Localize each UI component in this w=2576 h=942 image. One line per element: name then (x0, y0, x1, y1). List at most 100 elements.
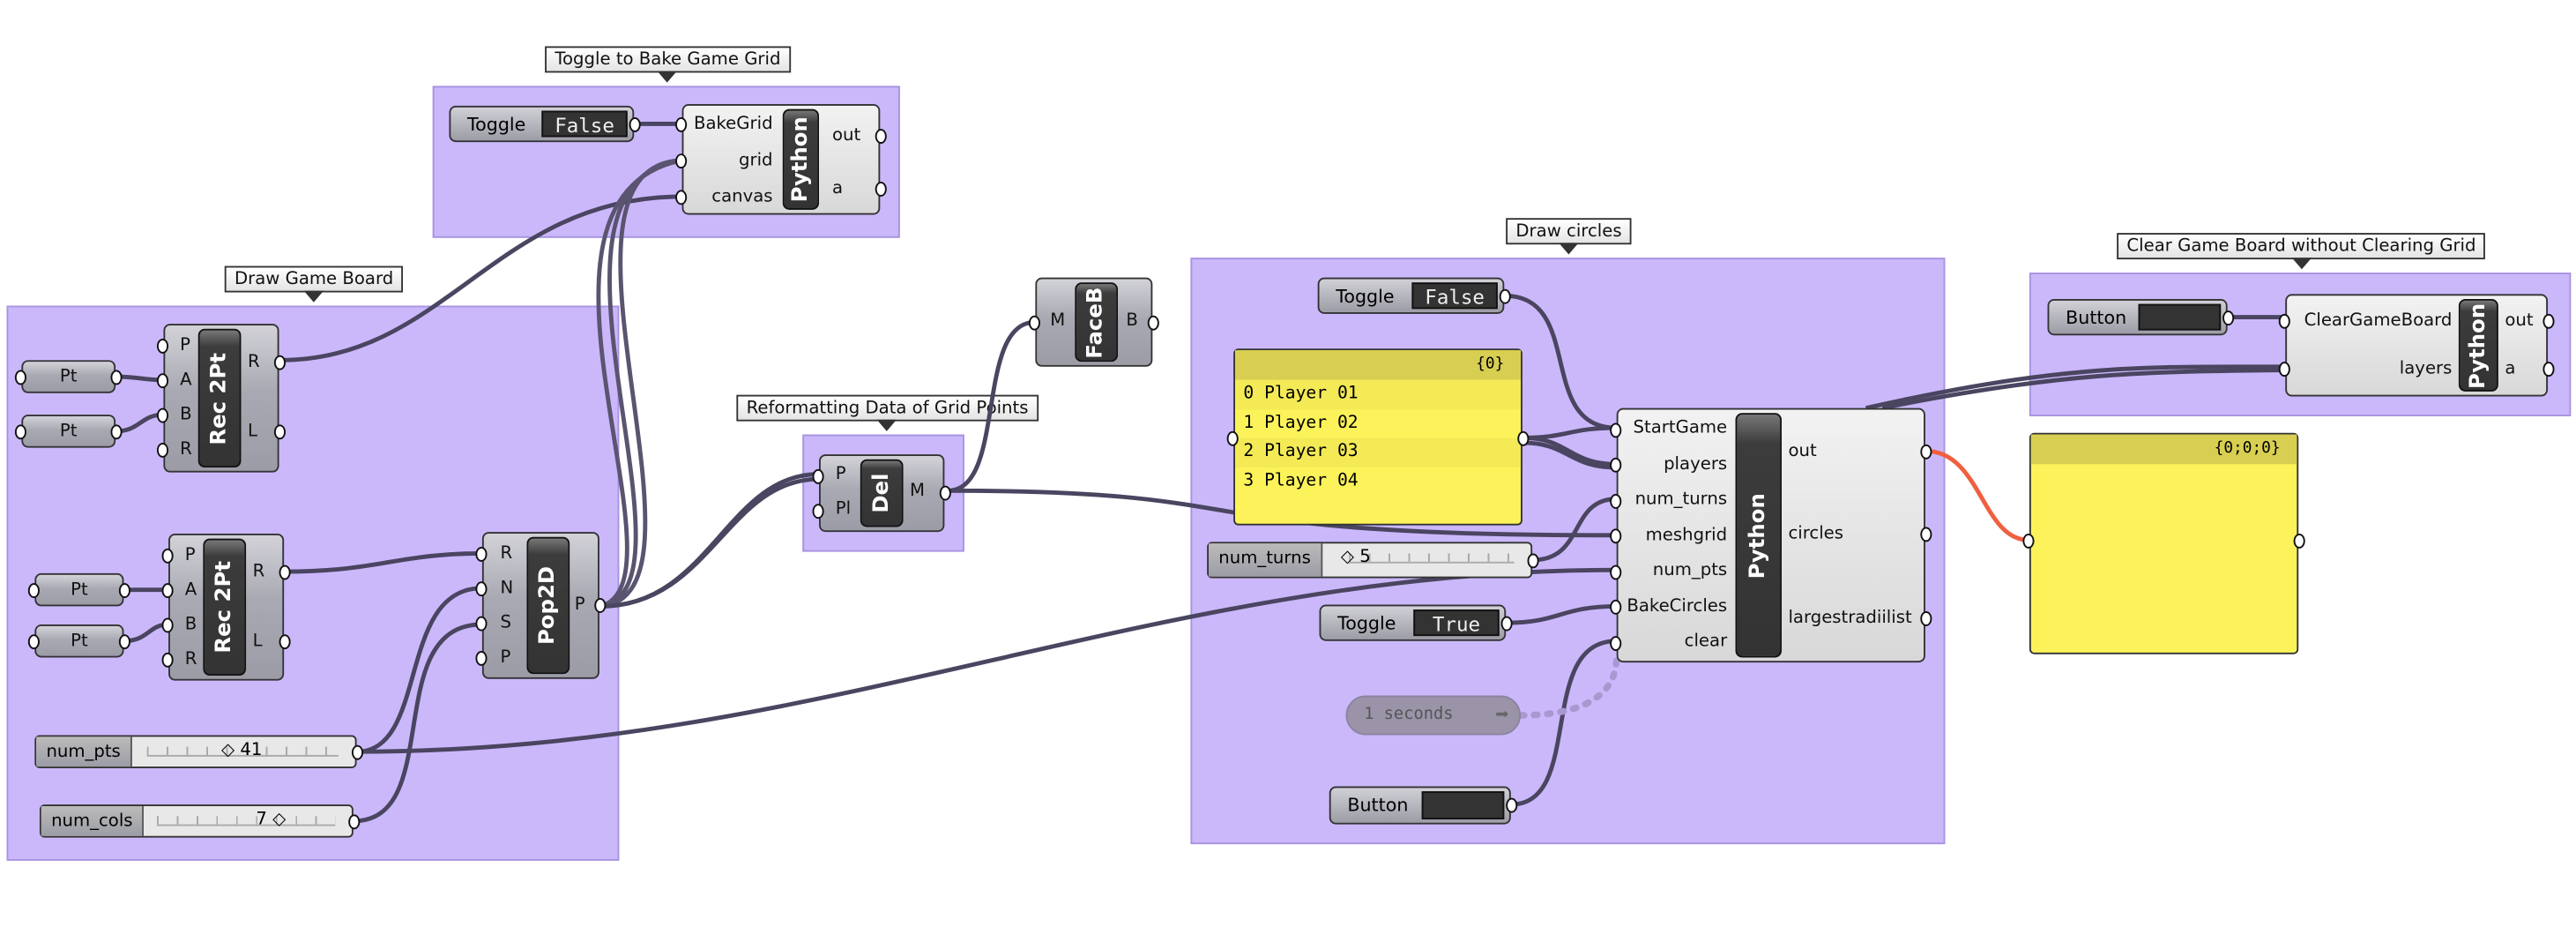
connector-port[interactable] (2022, 533, 2035, 549)
num-cols-slider[interactable]: num_cols 7 ◇ (39, 804, 361, 838)
connector-port[interactable] (875, 129, 887, 144)
connector-port[interactable] (1610, 564, 1622, 580)
connector-port[interactable] (1920, 611, 1932, 626)
connector-port[interactable] (161, 652, 174, 668)
pt-param[interactable]: Pt (14, 415, 123, 448)
button-face[interactable] (1421, 791, 1505, 820)
connector-port[interactable] (675, 190, 688, 206)
connector-port[interactable] (2278, 313, 2290, 329)
connector-port[interactable] (1610, 457, 1622, 473)
toggle-bake-circles[interactable]: Toggle True (1319, 604, 1513, 641)
connector-port[interactable] (475, 546, 488, 562)
toggle-value[interactable]: True (1413, 609, 1500, 637)
connector-port[interactable] (14, 370, 26, 385)
connector-port[interactable] (2542, 362, 2555, 378)
pt-param[interactable]: Pt (14, 360, 123, 393)
connector-port[interactable] (1610, 636, 1622, 651)
toggle-start-game[interactable]: Toggle False (1317, 277, 1511, 314)
connector-port[interactable] (1226, 430, 1239, 446)
connector-port[interactable] (161, 617, 174, 633)
connector-port[interactable] (279, 634, 291, 650)
connector-port[interactable] (1506, 797, 1518, 813)
connector-port[interactable] (118, 583, 130, 599)
slider-track[interactable] (156, 816, 336, 826)
connector-port[interactable] (812, 504, 824, 520)
players-panel[interactable]: {0} 0 Player 01 1 Player 02 2 Player 03 … (1226, 348, 1530, 526)
python-bake-grid[interactable]: BakeGrid grid canvas Python out a (675, 103, 887, 215)
num-turns-slider[interactable]: num_turns ◇ 5 (1207, 542, 1539, 579)
connector-port[interactable] (2293, 533, 2305, 549)
connector-port[interactable] (27, 634, 40, 650)
connector-port[interactable] (1147, 315, 1159, 331)
pt-param[interactable]: Pt (27, 624, 130, 658)
connector-port[interactable] (875, 182, 887, 197)
connector-port[interactable] (1610, 422, 1622, 438)
toggle-bake-grid[interactable]: Toggle False (449, 105, 641, 143)
clear-board-button[interactable]: Button (2047, 299, 2235, 336)
slider-value[interactable]: ◇ 5 (1340, 546, 1371, 567)
connector-port[interactable] (2278, 362, 2290, 378)
input-players: players (1664, 454, 1728, 475)
python-clear-board[interactable]: ClearGameBoard layers Python out a (2278, 294, 2555, 397)
connector-port[interactable] (1610, 494, 1622, 509)
connector-port[interactable] (348, 814, 361, 830)
connector-port[interactable] (110, 424, 123, 440)
slider-track[interactable] (1349, 553, 1515, 564)
num-pts-slider[interactable]: num_pts ◇ 41 (34, 735, 364, 768)
connector-port[interactable] (156, 442, 169, 458)
connector-port[interactable] (2542, 313, 2555, 329)
connector-port[interactable] (156, 373, 169, 389)
del-component[interactable]: P Pl Del M (812, 454, 951, 533)
connector-port[interactable] (675, 153, 688, 169)
connector-port[interactable] (1517, 430, 1530, 446)
connector-port[interactable] (161, 548, 174, 564)
rec2pt-component[interactable]: P A B R Rec 2Pt R L (156, 324, 287, 473)
connector-port[interactable] (14, 424, 26, 440)
connector-port[interactable] (1920, 444, 1932, 460)
connector-port[interactable] (156, 338, 169, 354)
toggle-value[interactable]: False (1411, 282, 1498, 310)
connector-port[interactable] (273, 424, 287, 440)
slider-track[interactable] (146, 746, 339, 757)
wire (600, 476, 820, 609)
rec2pt-component[interactable]: P A B R Rec 2Pt R L (161, 533, 291, 681)
clear-button[interactable]: Button (1329, 786, 1518, 825)
connector-port[interactable] (273, 355, 287, 370)
connector-port[interactable] (110, 370, 123, 385)
connector-port[interactable] (279, 564, 291, 580)
connector-port[interactable] (1500, 616, 1513, 632)
connector-port[interactable] (161, 583, 174, 599)
connector-port[interactable] (675, 116, 688, 132)
connector-port[interactable] (594, 598, 607, 613)
connector-port[interactable] (2222, 310, 2235, 325)
connector-port[interactable] (27, 583, 40, 599)
connector-port[interactable] (1527, 553, 1539, 569)
connector-port[interactable] (475, 616, 488, 632)
output-out: out (2505, 310, 2534, 331)
pt-param[interactable]: Pt (27, 572, 130, 607)
pop2d-component[interactable]: R N S P Pop2D P (475, 532, 607, 679)
slider-value[interactable]: 7 ◇ (256, 809, 287, 830)
connector-port[interactable] (1610, 599, 1622, 615)
connector-port[interactable] (1920, 527, 1932, 542)
connector-port[interactable] (629, 116, 641, 132)
connector-port[interactable] (1499, 288, 1511, 304)
output-panel[interactable]: {0;0;0} (2022, 432, 2305, 654)
connector-port[interactable] (156, 407, 169, 423)
timer-component[interactable]: 1 seconds ➡ (1345, 695, 1522, 736)
connector-port[interactable] (118, 634, 130, 650)
connector-port[interactable] (475, 581, 488, 597)
button-face[interactable] (2138, 303, 2222, 331)
connector-port[interactable] (475, 650, 488, 666)
connector-port[interactable] (939, 485, 951, 501)
connector-port[interactable] (1610, 528, 1622, 544)
faceb-component[interactable]: M FaceB B (1028, 277, 1159, 367)
connector-port[interactable] (812, 468, 824, 484)
input-s: S (500, 612, 512, 633)
toggle-value[interactable]: False (541, 110, 628, 138)
connector-port[interactable] (1028, 315, 1040, 331)
component-name: Python (2466, 302, 2491, 389)
python-draw-circles[interactable]: StartGame players num_turns meshgrid num… (1610, 407, 1932, 663)
connector-port[interactable] (351, 744, 364, 760)
slider-value[interactable]: ◇ 41 (220, 740, 263, 760)
